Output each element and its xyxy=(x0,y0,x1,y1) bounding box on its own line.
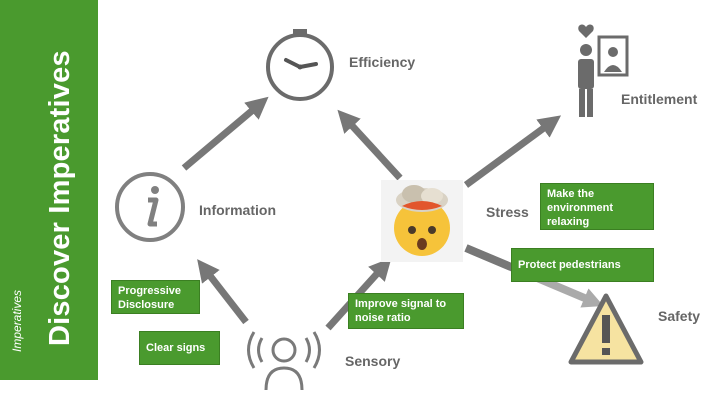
safety-label: Safety xyxy=(658,308,701,324)
entitlement-label: Entitlement xyxy=(621,91,698,107)
clock-icon xyxy=(266,29,334,101)
arrow-information-efficiency xyxy=(181,96,269,171)
person-heart-mirror-icon xyxy=(578,24,629,117)
improve-signal-box: Improve signal to noise ratio xyxy=(348,293,464,329)
stress-label: Stress xyxy=(486,204,529,220)
person-signal-icon xyxy=(247,331,321,391)
exploding-head-emoji xyxy=(381,180,463,262)
sidebar-banner: Imperatives Discover Imperatives xyxy=(0,0,98,380)
arrow-stress-efficiency xyxy=(337,109,403,181)
info-icon xyxy=(115,172,185,242)
arrow-sensory-information xyxy=(197,259,249,325)
information-label: Information xyxy=(199,202,276,218)
arrow-stress-entitlement xyxy=(463,115,562,188)
progressive-disclosure-box: Progressive Disclosure xyxy=(111,280,200,314)
make-relaxing-box: Make the environment relaxing xyxy=(540,183,654,230)
clear-signs-box: Clear signs xyxy=(139,331,220,365)
protect-pedestrians-box: Protect pedestrians xyxy=(511,248,654,282)
efficiency-label: Efficiency xyxy=(349,54,416,70)
warning-icon xyxy=(568,293,644,365)
sensory-label: Sensory xyxy=(345,353,401,369)
